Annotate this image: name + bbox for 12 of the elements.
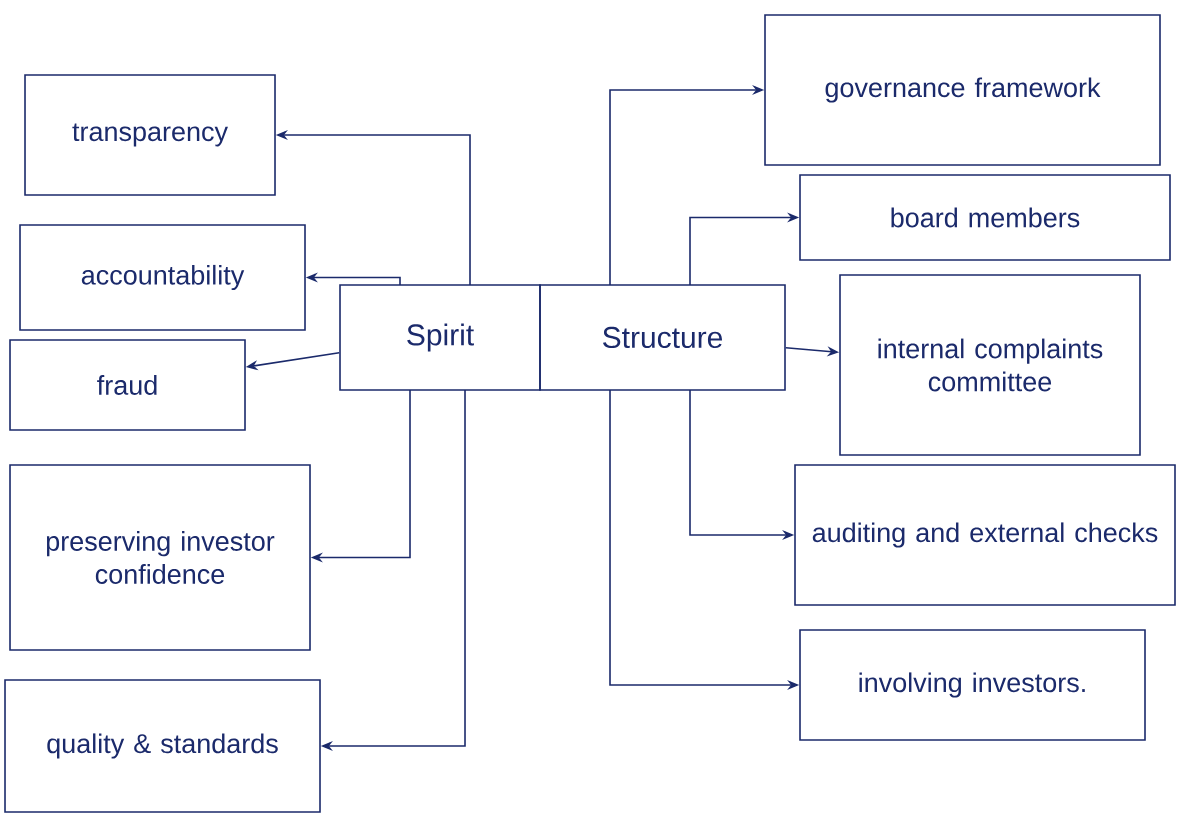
topic-box: preserving investor confidence [9,464,311,651]
topic-box: quality & standards [4,679,321,813]
topic-box: governance framework [764,14,1161,166]
topic-box: internal complaints committee [839,274,1141,456]
topic-box: accountability [19,224,306,331]
central-box: Spirit [339,284,541,391]
topic-box: fraud [9,339,246,431]
central-box: Structure [539,284,786,391]
topic-box: auditing and external checks [794,464,1176,606]
topic-box: transparency [24,74,276,196]
topic-box: involving investors. [799,629,1146,741]
topic-box: board members [799,174,1171,261]
